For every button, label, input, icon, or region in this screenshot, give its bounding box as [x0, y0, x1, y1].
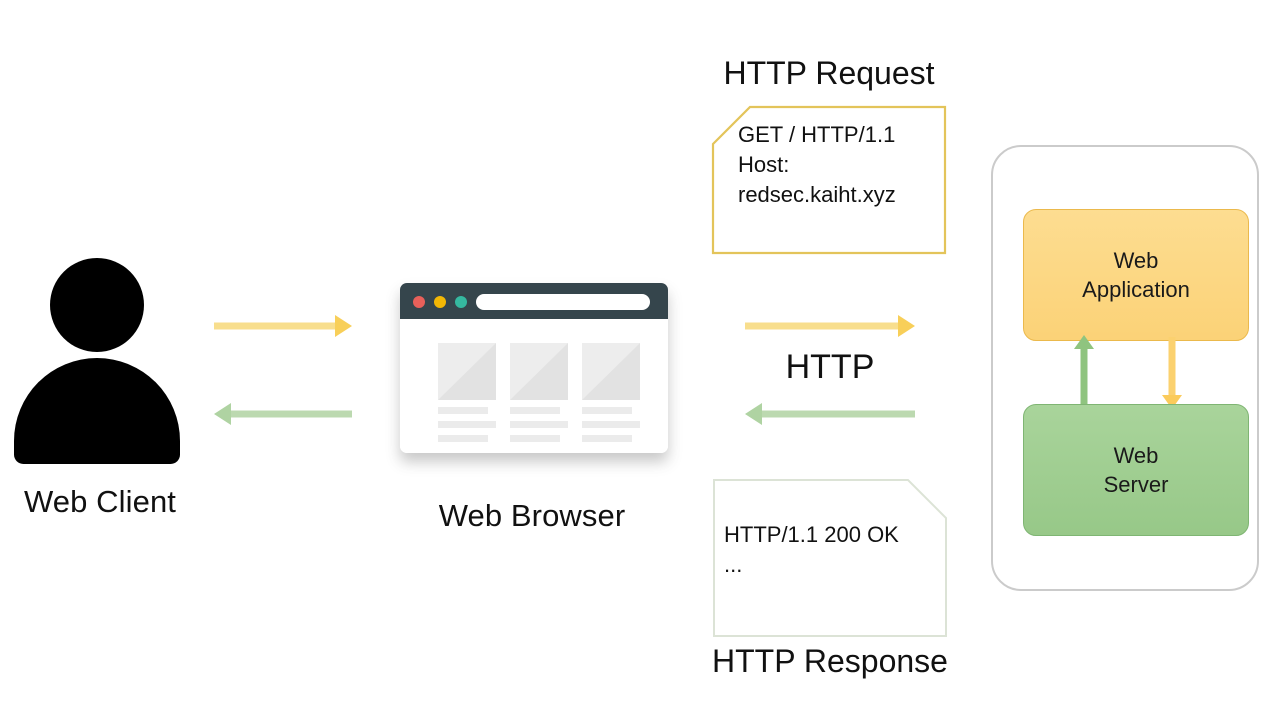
arrow-head-left: [214, 403, 231, 425]
http-response-title: HTTP Response: [712, 643, 948, 679]
web-browser-label: Web Browser: [438, 498, 626, 533]
placeholder-text-line: [510, 407, 560, 414]
placeholder-text-line: [582, 407, 632, 414]
web-browser-node: Web Browser: [392, 280, 672, 550]
person-icon-head: [50, 258, 144, 352]
browser-url-bar: [476, 294, 650, 310]
browser-content-area: [400, 319, 668, 453]
note-shape-folded-corner-top-right: [713, 479, 947, 637]
arrow-browser-to-client: [214, 403, 352, 425]
placeholder-text-line: [438, 407, 488, 414]
placeholder-text-line: [438, 421, 496, 428]
minimize-dot-icon: [434, 296, 446, 308]
person-icon-body: [14, 358, 180, 464]
arrow-head-right: [335, 315, 352, 337]
http-response-body: HTTP/1.1 200 OK ...: [724, 522, 899, 577]
arrow-client-to-browser: [214, 315, 352, 337]
placeholder-image-icon: [438, 343, 496, 400]
arrow-shaft: [214, 322, 336, 330]
arrow-shaft: [1080, 347, 1088, 409]
web-client-label: Web Client: [23, 484, 177, 519]
arrow-shaft: [745, 322, 899, 330]
placeholder-text-line: [438, 435, 488, 442]
arrow-shaft: [230, 410, 352, 418]
close-dot-icon: [413, 296, 425, 308]
arrow-server-to-application: [1073, 335, 1095, 409]
placeholder-column: [582, 343, 640, 442]
http-response-note: HTTP/1.1 200 OK ...: [712, 478, 948, 638]
arrow-head-right: [898, 315, 915, 337]
web-client-node: Web Client: [0, 248, 200, 548]
placeholder-text-line: [510, 435, 560, 442]
placeholder-column: [438, 343, 496, 442]
maximize-dot-icon: [455, 296, 467, 308]
web-server-box: Web Server: [1023, 404, 1249, 536]
placeholder-image-icon: [582, 343, 640, 400]
placeholder-image-icon: [510, 343, 568, 400]
http-protocol-label: HTTP: [785, 348, 875, 386]
arrow-server-to-browser: [745, 403, 915, 425]
web-application-box: Web Application: [1023, 209, 1249, 341]
arrow-shaft: [761, 410, 915, 418]
note-shape-folded-corner-top-left: [711, 105, 947, 255]
placeholder-text-line: [582, 435, 632, 442]
arrow-shaft: [1168, 337, 1176, 397]
server-container: Web Application Web Server: [991, 145, 1259, 591]
http-request-note: GET / HTTP/1.1 Host: redsec.kaiht.xyz: [710, 104, 948, 256]
http-request-title: HTTP Request: [723, 55, 935, 91]
placeholder-column: [510, 343, 568, 442]
placeholder-text-line: [510, 421, 568, 428]
arrow-head-left: [745, 403, 762, 425]
browser-window-icon: [400, 283, 668, 453]
arrow-browser-to-server: [745, 315, 915, 337]
http-request-body: GET / HTTP/1.1 Host: redsec.kaiht.xyz: [738, 122, 896, 207]
placeholder-text-line: [582, 421, 640, 428]
arrow-head-up: [1074, 335, 1094, 349]
arrow-application-to-server: [1161, 337, 1183, 409]
browser-titlebar: [400, 283, 668, 319]
